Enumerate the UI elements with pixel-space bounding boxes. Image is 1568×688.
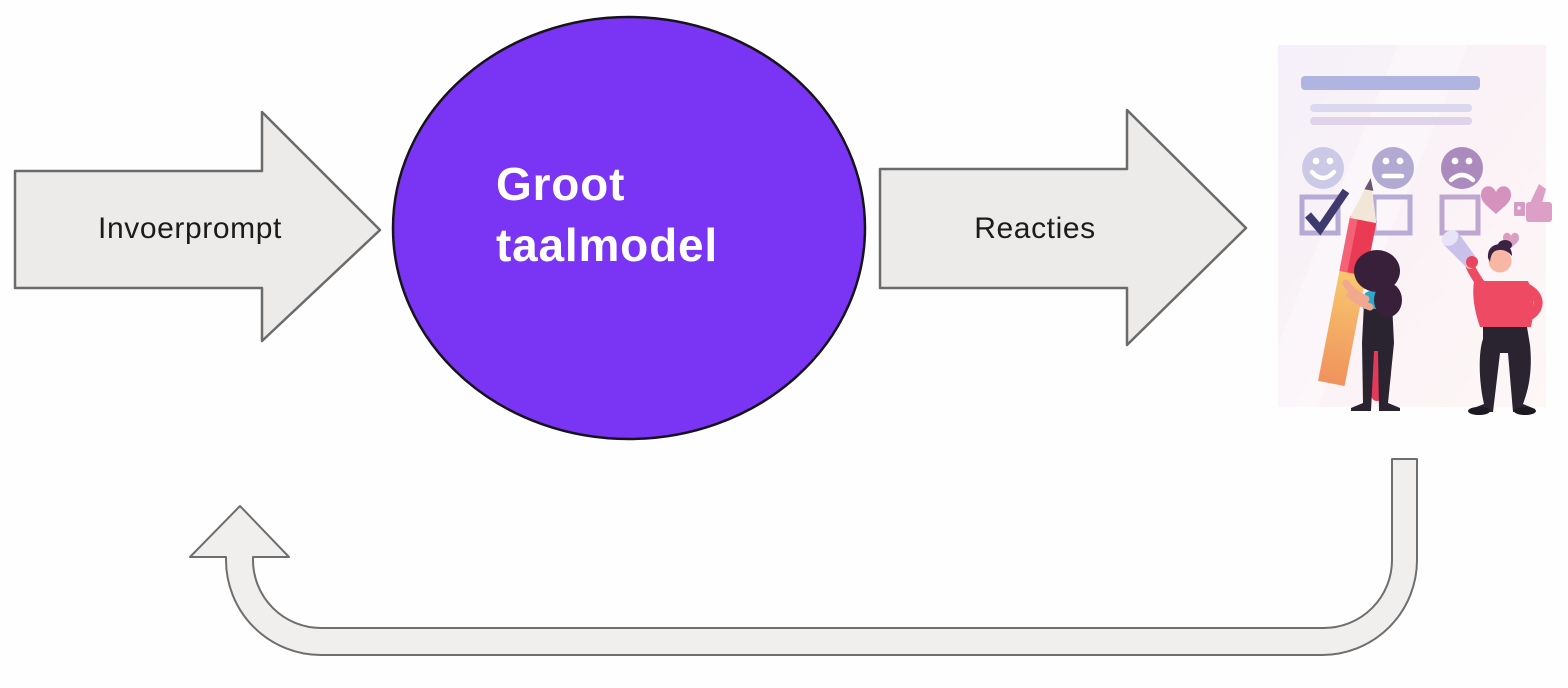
form-title-bar bbox=[1301, 76, 1480, 90]
woman-arm bbox=[1346, 291, 1374, 311]
man-shoe bbox=[1468, 407, 1490, 415]
happy-face-icon bbox=[1302, 147, 1344, 189]
neutral-face-icon bbox=[1372, 147, 1414, 189]
checkbox-icon bbox=[1439, 194, 1481, 236]
man-figure bbox=[1441, 230, 1543, 415]
model-label-line2: taalmodel bbox=[496, 219, 718, 271]
heart-icon bbox=[1481, 186, 1511, 214]
feedback-loop-arrow bbox=[189, 458, 1418, 656]
output-arrow bbox=[878, 108, 1248, 347]
input-arrow bbox=[13, 110, 382, 343]
output-arrow-label: Reacties bbox=[974, 212, 1096, 245]
feedback-illustration bbox=[1278, 45, 1552, 415]
form-text-line bbox=[1310, 104, 1472, 112]
model-circle bbox=[391, 15, 867, 441]
input-arrow-label: Invoerprompt bbox=[98, 212, 282, 245]
woman-arm bbox=[1342, 279, 1370, 303]
man-shirt bbox=[1473, 281, 1534, 327]
checkmark-icon bbox=[1304, 188, 1350, 236]
man-head bbox=[1488, 249, 1512, 273]
man-legs bbox=[1471, 321, 1535, 412]
model-label: Groot taalmodel bbox=[496, 154, 718, 276]
sad-face-icon bbox=[1441, 147, 1483, 189]
model-label-line1: Groot bbox=[496, 158, 626, 210]
man-hair bbox=[1498, 240, 1512, 250]
woman-legs bbox=[1351, 303, 1400, 411]
woman-hair bbox=[1374, 283, 1402, 317]
megaphone-icon bbox=[1441, 230, 1478, 268]
woman-figure bbox=[1318, 178, 1402, 411]
man-shoe bbox=[1514, 407, 1536, 415]
woman-hair bbox=[1354, 250, 1400, 292]
man-arm-hip bbox=[1522, 283, 1543, 320]
thumbs-up-icon bbox=[1514, 184, 1552, 222]
form-text-line bbox=[1310, 117, 1472, 125]
